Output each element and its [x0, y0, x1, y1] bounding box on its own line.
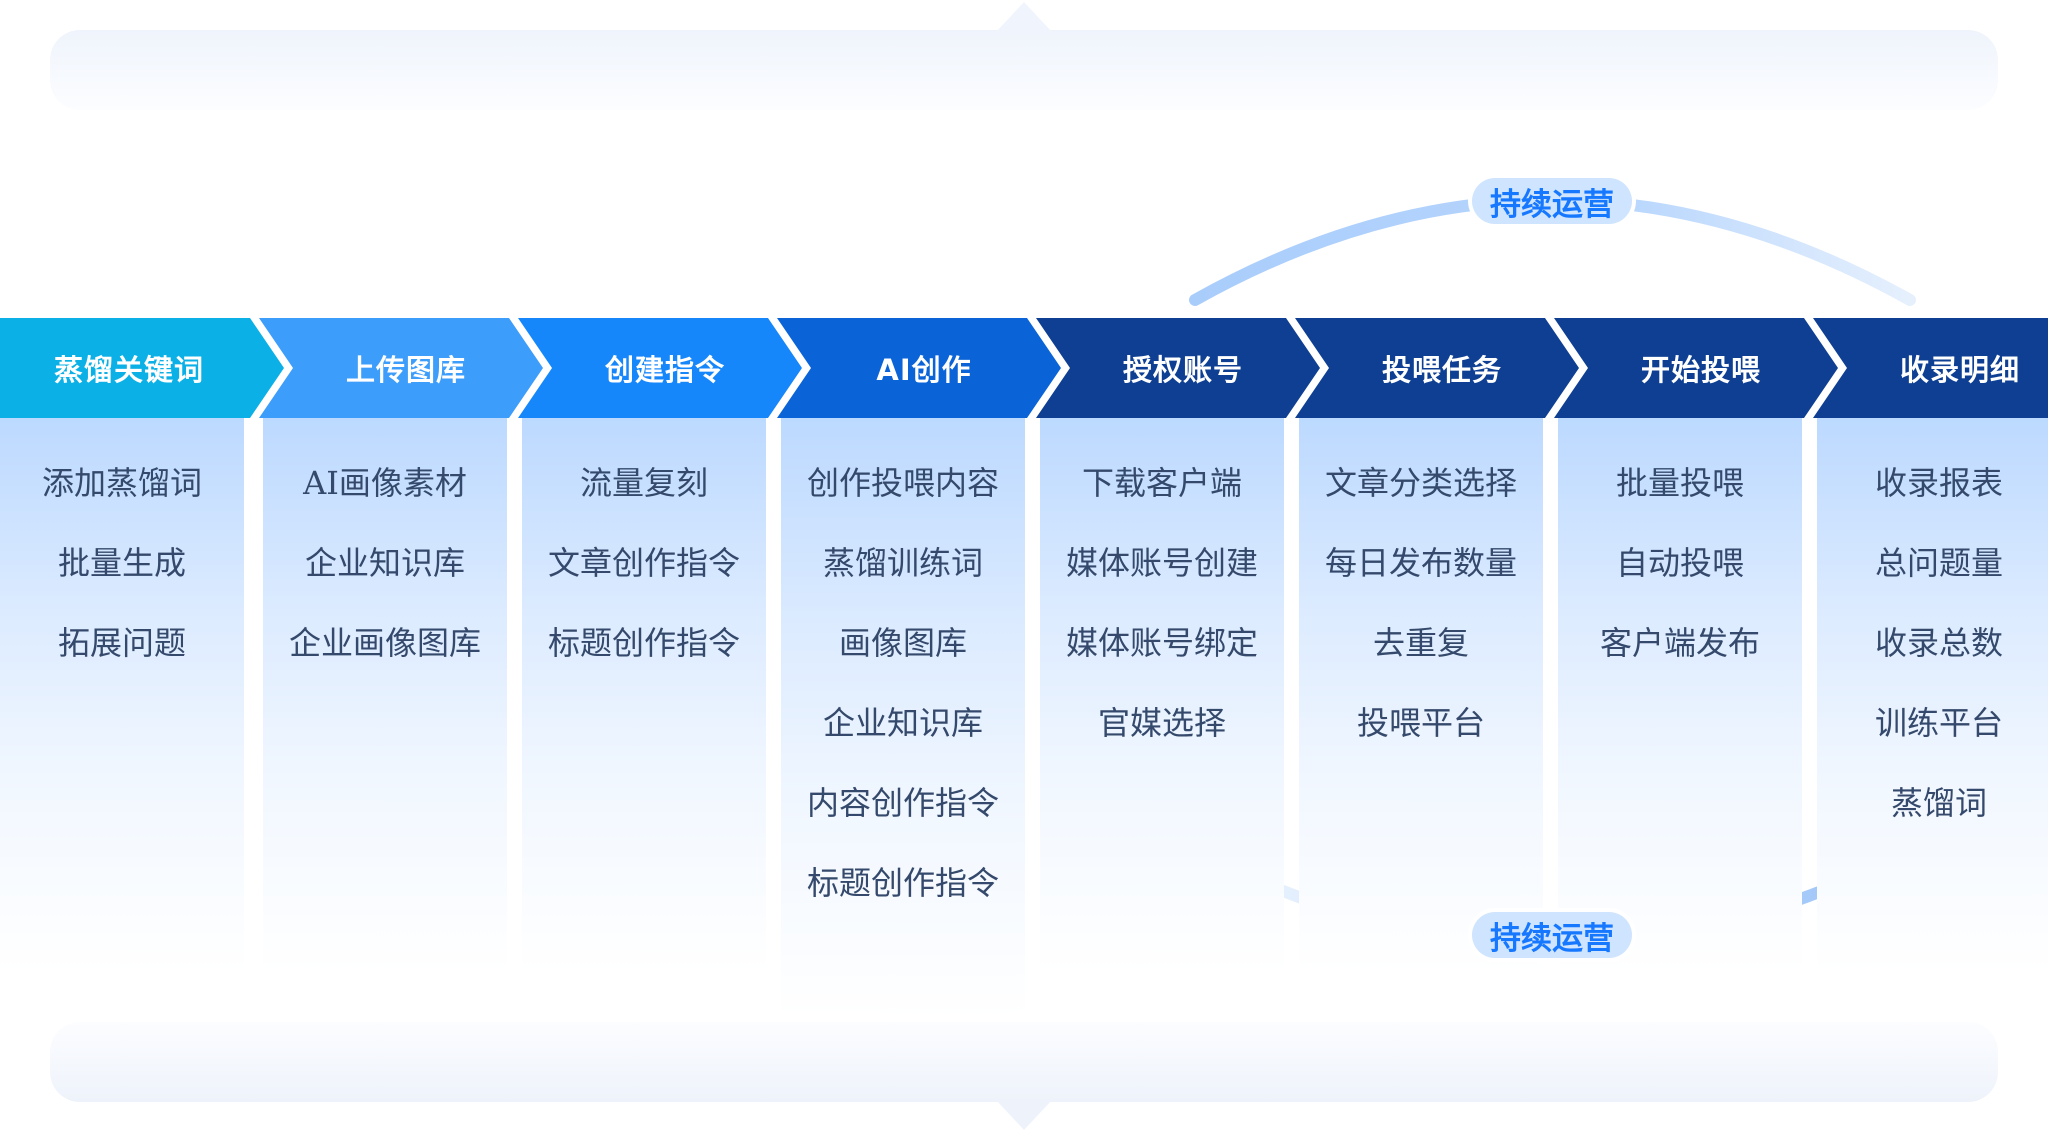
- stage-title: 投喂任务: [1381, 353, 1502, 387]
- stage-header-arrow: 投喂任务: [1295, 318, 1579, 418]
- stage-body: 添加蒸馏词批量生成拓展问题: [0, 418, 244, 973]
- stage-1: 蒸馏关键词添加蒸馏词批量生成拓展问题: [0, 318, 284, 973]
- stage-item: AI画像素材: [303, 464, 467, 502]
- stage-item: 画像图库: [838, 624, 967, 662]
- stage-item: 创作投喂内容: [806, 464, 999, 502]
- stage-item: 添加蒸馏词: [41, 464, 202, 502]
- stage-title: 授权账号: [1122, 353, 1243, 387]
- stage-item: 蒸馏词: [1890, 784, 1987, 822]
- stage-header-shape: [1295, 318, 1579, 418]
- stage-header-shape: [1813, 318, 2048, 418]
- stage-header-shape: [1036, 318, 1320, 418]
- stage-5: 授权账号下载客户端媒体账号创建媒体账号绑定官媒选择: [1036, 318, 1320, 973]
- stage-body: 下载客户端媒体账号创建媒体账号绑定官媒选择: [1040, 418, 1284, 973]
- stage-header-shape: [518, 318, 802, 418]
- stage-item: 下载客户端: [1081, 464, 1242, 502]
- stage-item: 蒸馏训练词: [822, 544, 983, 582]
- top-notch: [996, 2, 1052, 32]
- stage-header-shape: [1554, 318, 1838, 418]
- stage-item-list: 创作投喂内容蒸馏训练词画像图库企业知识库内容创作指令标题创作指令: [781, 418, 1025, 923]
- stage-header-arrow: 上传图库: [259, 318, 543, 418]
- stage-body: 文章分类选择每日发布数量去重复投喂平台: [1299, 418, 1543, 973]
- stage-item: 客户端发布: [1599, 624, 1760, 662]
- stage-header-arrow: 创建指令: [518, 318, 802, 418]
- stage-3: 创建指令流量复刻文章创作指令标题创作指令: [518, 318, 802, 973]
- stage-header-shape: [777, 318, 1061, 418]
- stage-item: 拓展问题: [57, 624, 186, 662]
- stage-body: 收录报表总问题量收录总数训练平台蒸馏词: [1817, 418, 2048, 973]
- stage-item: 媒体账号创建: [1065, 544, 1258, 582]
- continuous-operation-label-top: 持续运营: [1472, 178, 1632, 224]
- stage-item-list: 批量投喂自动投喂客户端发布: [1558, 418, 1802, 683]
- stage-item-list: 添加蒸馏词批量生成拓展问题: [0, 418, 244, 683]
- stage-item: 投喂平台: [1356, 704, 1485, 742]
- stage-2: 上传图库 AI画像素材企业知识库企业画像图库: [259, 318, 543, 973]
- stage-item: 文章创作指令: [547, 544, 740, 582]
- stage-title: 开始投喂: [1640, 353, 1761, 387]
- stage-body: AI画像素材企业知识库企业画像图库: [263, 418, 507, 973]
- stage-item: 自动投喂: [1615, 544, 1744, 582]
- top-background-panel: [50, 30, 1998, 110]
- stage-item: 训练平台: [1874, 704, 2003, 742]
- stage-title: 蒸馏关键词: [53, 353, 204, 387]
- stage-item: 企业画像图库: [288, 624, 481, 662]
- stage-item: 官媒选择: [1097, 704, 1226, 742]
- stage-header-arrow: 收录明细: [1813, 318, 2048, 418]
- stage-4: AI创作创作投喂内容蒸馏训练词画像图库企业知识库内容创作指令标题创作指令: [777, 318, 1061, 1018]
- stage-item: 总问题量: [1874, 544, 2003, 582]
- stage-header-arrow: AI创作: [777, 318, 1061, 418]
- bottom-background-panel: [50, 1022, 1998, 1102]
- stage-item: 去重复: [1372, 624, 1469, 662]
- stage-item: 批量投喂: [1615, 464, 1744, 502]
- stage-item-list: 收录报表总问题量收录总数训练平台蒸馏词: [1817, 418, 2048, 843]
- stage-header-arrow: 授权账号: [1036, 318, 1320, 418]
- stage-item: 标题创作指令: [806, 864, 999, 902]
- stage-item: 企业知识库: [304, 544, 465, 582]
- stage-item: 收录总数: [1874, 624, 2003, 662]
- stage-item: 批量生成: [57, 544, 186, 582]
- stage-item: 文章分类选择: [1324, 464, 1517, 502]
- stage-item-list: 流量复刻文章创作指令标题创作指令: [522, 418, 766, 683]
- stage-title: 收录明细: [1899, 353, 2020, 387]
- stage-6: 投喂任务文章分类选择每日发布数量去重复投喂平台: [1295, 318, 1579, 973]
- stage-item-list: 下载客户端媒体账号创建媒体账号绑定官媒选择: [1040, 418, 1284, 763]
- stage-body: 批量投喂自动投喂客户端发布: [1558, 418, 1802, 973]
- stage-item: 媒体账号绑定: [1065, 624, 1258, 662]
- stage-title: 创建指令: [604, 353, 725, 387]
- stage-body: 创作投喂内容蒸馏训练词画像图库企业知识库内容创作指令标题创作指令: [781, 418, 1025, 1018]
- stage-item: 收录报表: [1874, 464, 2003, 502]
- stage-item: 企业知识库: [822, 704, 983, 742]
- continuous-operation-label-bottom: 持续运营: [1472, 912, 1632, 958]
- stage-item-list: 文章分类选择每日发布数量去重复投喂平台: [1299, 418, 1543, 763]
- stage-header-arrow: 开始投喂: [1554, 318, 1838, 418]
- stage-item: 标题创作指令: [547, 624, 740, 662]
- stage-item: 内容创作指令: [806, 784, 999, 822]
- stage-header-arrow: 蒸馏关键词: [0, 318, 284, 418]
- stage-body: 流量复刻文章创作指令标题创作指令: [522, 418, 766, 973]
- stage-header-shape: [259, 318, 543, 418]
- stage-7: 开始投喂批量投喂自动投喂客户端发布: [1554, 318, 1838, 973]
- stage-item: 每日发布数量: [1324, 544, 1517, 582]
- bottom-notch: [996, 1100, 1052, 1130]
- stage-title: 上传图库: [345, 353, 466, 387]
- stage-header-shape: [0, 318, 284, 418]
- stage-title: AI创作: [876, 353, 972, 387]
- stage-item: 流量复刻: [579, 464, 708, 502]
- stage-8: 收录明细收录报表总问题量收录总数训练平台蒸馏词: [1813, 318, 2048, 973]
- stage-item-list: AI画像素材企业知识库企业画像图库: [263, 418, 507, 683]
